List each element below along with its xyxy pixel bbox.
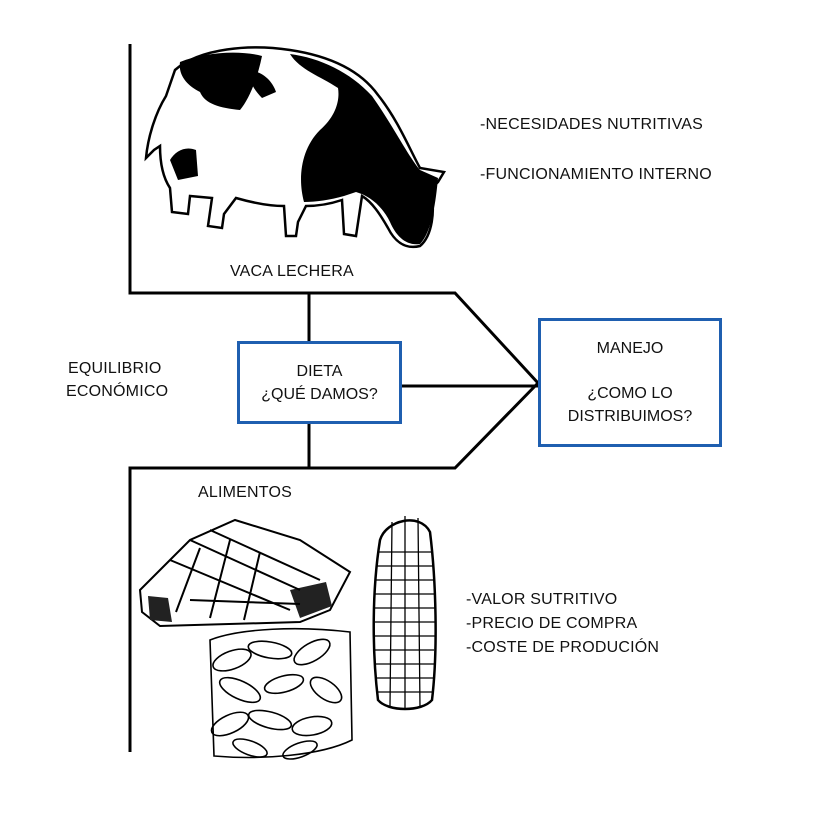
cow-note-internal-function: -FUNCIONAMIENTO INTERNO — [480, 166, 712, 183]
management-box-title: MANEJO — [596, 340, 664, 357]
cow-label: VACA LECHERA — [230, 263, 354, 280]
grain-illustration — [209, 627, 353, 760]
feeds-note-nutritive-value: -VALOR SUTRITIVO — [466, 591, 618, 608]
diet-box-question: ¿QUÉ DAMOS? — [261, 385, 378, 403]
cow-spot — [249, 70, 276, 98]
management-box-question-line2: DISTRIBUIMOS? — [567, 408, 693, 425]
feeds-label: ALIMENTOS — [198, 484, 292, 501]
corn-cob-illustration — [372, 516, 437, 711]
feeds-note-production-cost: -COSTE DE PRODUCIÓN — [466, 639, 660, 656]
economic-balance-line1: EQUILIBRIO — [68, 360, 162, 377]
economic-balance-line2: ECONÓMICO — [66, 383, 169, 400]
feeds-note-purchase-price: -PRECIO DE COMPRA — [466, 615, 638, 632]
hay-bale-illustration — [138, 518, 352, 628]
bottom-branch-line — [128, 381, 540, 752]
cow-illustration — [144, 46, 447, 249]
cow-note-nutritional-needs: -NECESIDADES NUTRITIVAS — [480, 116, 703, 133]
cow-spot — [290, 54, 438, 245]
top-branch-line — [128, 44, 540, 385]
cow-spot — [170, 148, 198, 180]
management-box: MANEJO ¿COMO LO DISTRIBUIMOS? — [538, 318, 722, 447]
diet-box: DIETA ¿QUÉ DAMOS? — [237, 341, 402, 424]
diet-box-title: DIETA — [296, 362, 343, 380]
management-box-question-line1: ¿COMO LO — [587, 385, 673, 402]
cow-spot — [179, 52, 262, 110]
